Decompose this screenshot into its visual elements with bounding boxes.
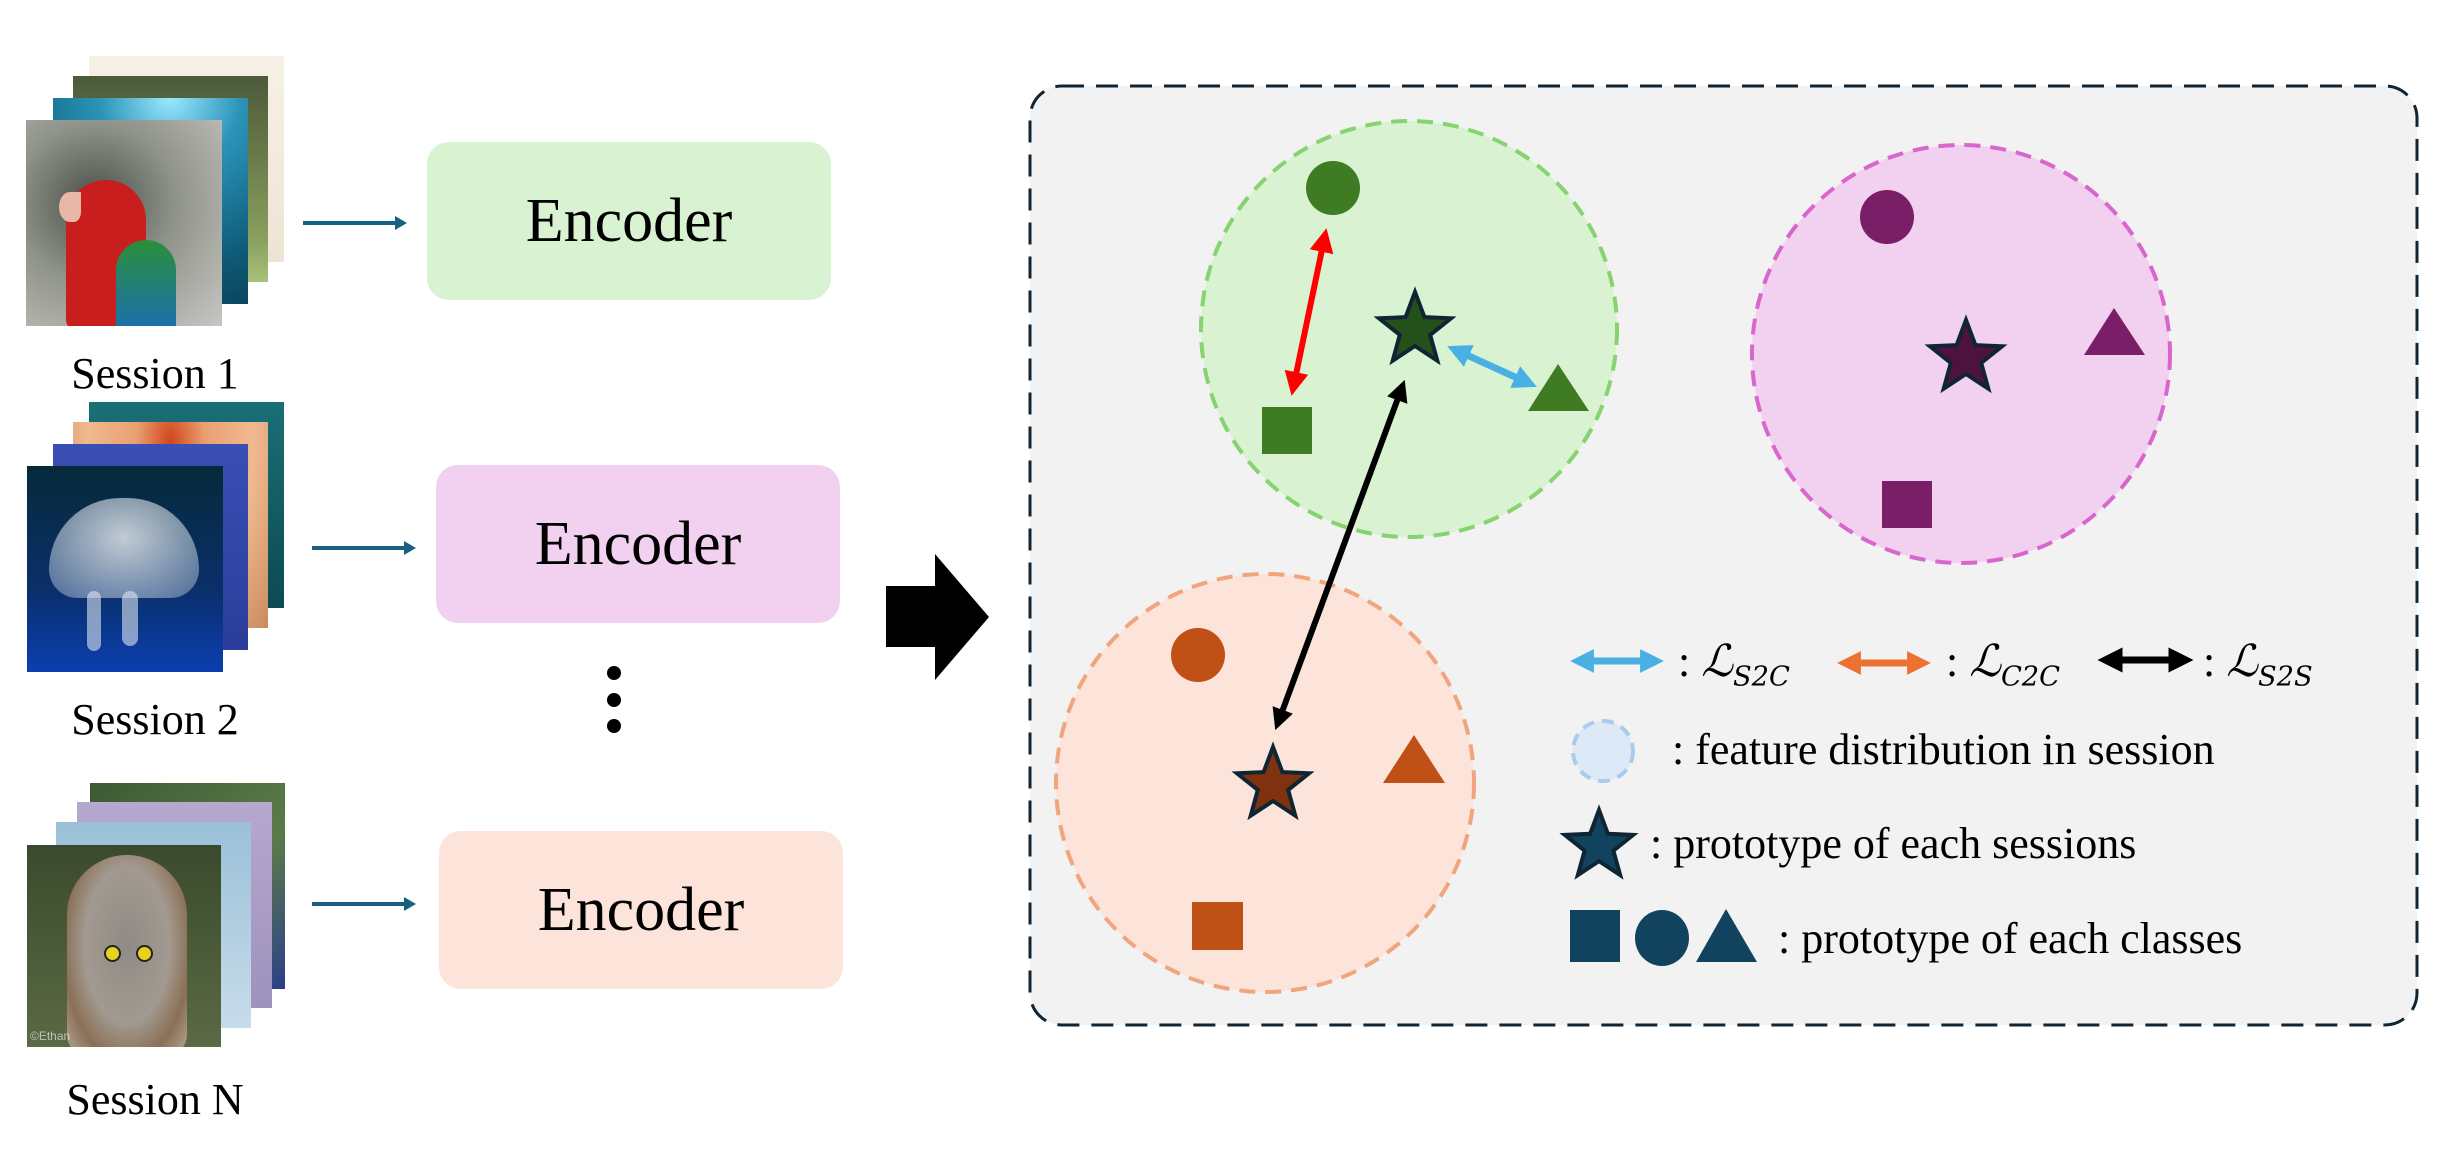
- class-prototype-triangle: [1383, 735, 1445, 783]
- loss-symbol: ℒ: [2226, 636, 2258, 687]
- encoder-label: Encoder: [537, 875, 745, 944]
- class-prototype-triangle: [1528, 364, 1589, 411]
- ellipsis-dot: [607, 666, 621, 680]
- input-arrow-n-head: [404, 897, 416, 911]
- owl-image: ©Ethan: [27, 845, 221, 1047]
- input-arrow-2-head: [404, 541, 416, 555]
- legend-circle-icon: [1635, 910, 1689, 966]
- s2s-loss-arrow: [1272, 379, 1408, 731]
- class-prototype-circle: [1860, 190, 1914, 244]
- legend-s2c-label: : ℒS2C: [1678, 636, 1790, 693]
- legend-session-prototype-label: : prototype of each sessions: [1650, 819, 2137, 868]
- legend-square-icon: [1570, 910, 1620, 962]
- cluster-session-n: [1054, 572, 1476, 994]
- session-n-label: Session N: [66, 1075, 244, 1124]
- encoder-session-2: Encoder: [436, 465, 840, 623]
- legend-c2c-label: : ℒC2C: [1946, 636, 2061, 693]
- legend-s2s-label: : ℒS2S: [2203, 636, 2313, 693]
- session-2-label: Session 2: [71, 695, 239, 744]
- big-right-arrow: [886, 554, 989, 680]
- parrot-image: [26, 120, 222, 326]
- cluster-session-1: [1199, 119, 1619, 539]
- session-prototype-star: [1231, 741, 1315, 821]
- loss-subscript: C2C: [2000, 661, 2061, 693]
- session-1-label: Session 1: [71, 349, 239, 398]
- encoder-session-1: Encoder: [427, 142, 831, 300]
- loss-subscript: S2C: [1732, 661, 1790, 693]
- legend-star-icon: [1559, 804, 1639, 880]
- session-prototype-star: [1373, 286, 1457, 366]
- jellyfish-image: [27, 466, 223, 672]
- watermark: ©Ethan: [30, 1029, 71, 1043]
- legend-triangle-icon: [1696, 909, 1757, 962]
- cluster-session-2: [1750, 143, 2172, 565]
- input-arrows: [303, 216, 989, 911]
- input-arrow-1-head: [395, 216, 407, 230]
- encoder-label: Encoder: [534, 509, 742, 578]
- legend-feature-distribution-label: : feature distribution in session: [1672, 725, 2215, 774]
- legend-shapes: [1559, 647, 2194, 966]
- class-prototype-circle: [1306, 161, 1360, 215]
- s2c-loss-arrow: [1447, 345, 1537, 388]
- class-prototype-square: [1192, 902, 1243, 950]
- loss-symbol: ℒ: [1701, 636, 1733, 687]
- session-prototype-star: [1924, 314, 2008, 394]
- class-prototype-circle: [1171, 628, 1225, 682]
- ellipsis-dot: [607, 693, 621, 707]
- legend-feature-distribution-icon: [1571, 719, 1635, 783]
- encoder-label: Encoder: [525, 186, 733, 255]
- c2c-loss-arrow: [1284, 228, 1334, 396]
- encoder-session-n: Encoder: [439, 831, 843, 989]
- class-prototype-square: [1262, 407, 1312, 454]
- loss-symbol: ℒ: [1969, 636, 2001, 687]
- loss-subscript: S2S: [2257, 661, 2313, 693]
- class-prototype-triangle: [2084, 308, 2145, 355]
- class-prototype-square: [1882, 481, 1932, 528]
- ellipsis-dot: [607, 719, 621, 733]
- legend-class-prototype-label: : prototype of each classes: [1778, 914, 2243, 963]
